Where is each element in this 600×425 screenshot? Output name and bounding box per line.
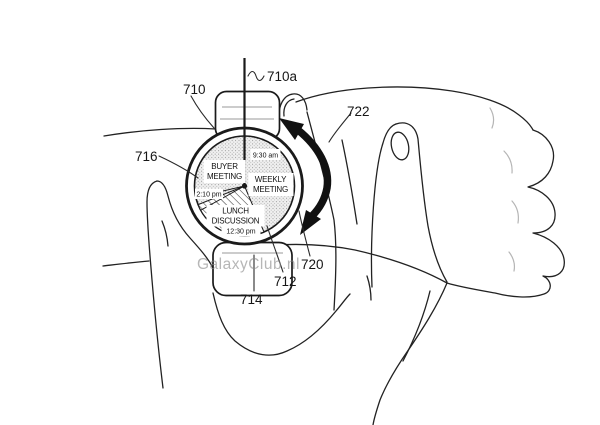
hand-back-top-contour xyxy=(295,86,534,131)
event-lunch-line2: DISCUSSION xyxy=(212,217,260,226)
ref-label-712: 712 xyxy=(274,274,297,289)
rotation-arrow-shaft xyxy=(295,127,332,219)
event-buyer-line2: MEETING xyxy=(207,172,242,181)
ref-label-710: 710 xyxy=(183,82,206,97)
thumb-right-edge xyxy=(156,180,214,269)
dial-labels: 9:30 am BUYER MEETING WEEKLY MEETING 2:1… xyxy=(195,149,294,237)
knuckle-crease-4 xyxy=(508,251,516,272)
curled-fingers-contour xyxy=(446,129,565,298)
left-wrist-top-line xyxy=(103,127,217,137)
thumb-web-line xyxy=(261,243,448,284)
time-210-box xyxy=(195,188,223,199)
palm-small-crease xyxy=(366,275,372,301)
ref-label-722: 722 xyxy=(347,104,370,119)
leader-716 xyxy=(158,155,199,179)
event-weekly-line2: MEETING xyxy=(253,185,288,194)
finger-web-crease xyxy=(341,139,358,225)
knuckle-crease-2 xyxy=(503,150,513,174)
time-930-label: 9:30 am xyxy=(253,153,278,160)
time-1230-label: 12:30 pm xyxy=(226,229,255,236)
knuckle-crease-3 xyxy=(511,200,519,224)
rotation-arrow-head-top xyxy=(279,118,304,140)
dial-center-dot xyxy=(241,183,248,189)
ref-label-720: 720 xyxy=(301,257,324,272)
raised-finger-right-edge xyxy=(395,122,448,283)
ref-label-716: 716 xyxy=(135,149,158,164)
reference-annotations: 710 710a 716 722 720 712 714 xyxy=(135,69,370,307)
thumb-crease xyxy=(161,220,169,247)
time-930-box xyxy=(250,149,281,160)
index-fingernail xyxy=(283,98,295,117)
raised-fingernail xyxy=(390,131,410,161)
leader-722 xyxy=(328,112,352,143)
watch-device: 9:30 am BUYER MEETING WEEKLY MEETING 2:1… xyxy=(185,58,304,297)
watermark-text: GalaxyClub.nl xyxy=(197,256,300,273)
left-wrist-bottom-line xyxy=(102,260,150,267)
palm-inner-line xyxy=(402,290,431,362)
index-fingertip xyxy=(278,93,308,120)
event-lunch-box xyxy=(206,205,265,227)
palm-under-watch-contour xyxy=(212,292,351,356)
rotation-arrow-head-bottom xyxy=(300,210,321,235)
palm-bottom-contour xyxy=(372,282,448,425)
event-buyer-line1: BUYER xyxy=(211,162,238,171)
leader-720 xyxy=(298,210,311,257)
raised-finger-left-edge xyxy=(370,123,397,288)
ref-label-714: 714 xyxy=(240,292,263,307)
leader-710 xyxy=(190,95,215,129)
rotation-arrow-icon xyxy=(279,118,332,235)
left-wrist xyxy=(102,127,217,267)
knuckle-crease-1 xyxy=(489,107,495,129)
event-lunch-line1: LUNCH xyxy=(222,207,249,216)
leader-712 xyxy=(266,225,284,273)
thumb-left-edge xyxy=(146,180,164,389)
leader-710a-tilde xyxy=(247,70,265,82)
time-1230-box xyxy=(221,225,261,237)
time-210-label: 2:10 pm xyxy=(196,192,221,199)
event-weekly-box xyxy=(248,173,294,196)
event-buyer-box xyxy=(203,160,246,183)
event-weekly-line1: WEEKLY xyxy=(255,175,287,184)
ref-label-710a: 710a xyxy=(267,69,298,84)
